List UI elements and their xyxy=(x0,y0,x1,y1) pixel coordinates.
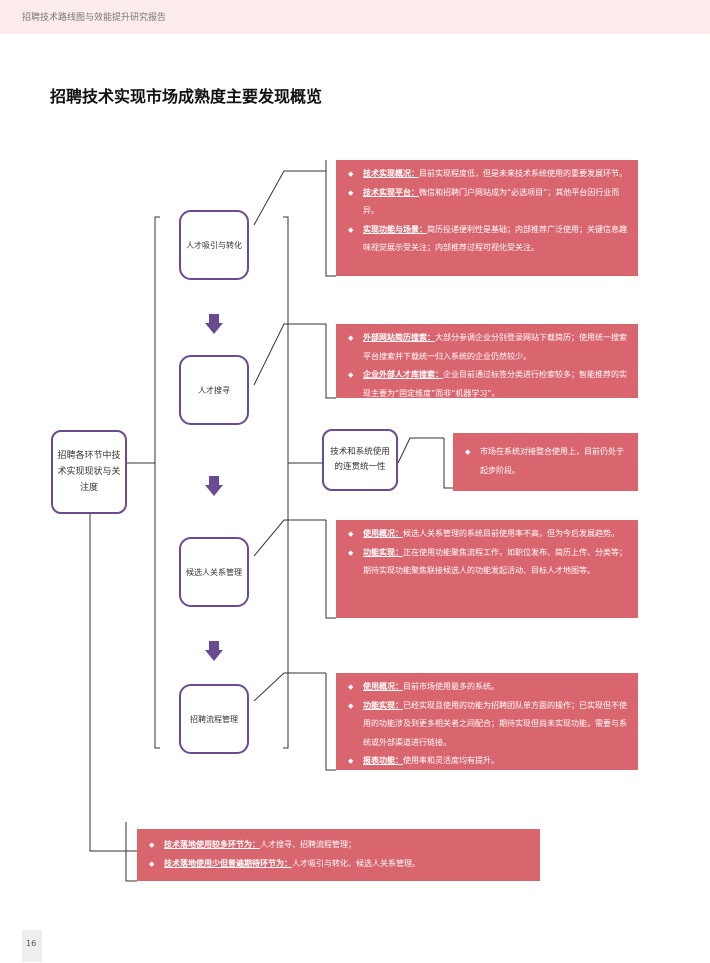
stage-label: 招聘流程管理 xyxy=(190,714,238,724)
panel-recruitment-process: ◆使用概况：目前市场使用最多的系统。 ◆功能实现：已经实现且使用的功能为招聘团队… xyxy=(336,673,638,770)
panel-item: ◆外部网站简历搜索：大部分参调企业分别登录网站下载简历；使用统一搜索平台搜索并下… xyxy=(348,329,630,366)
stage-recruitment-process: 招聘流程管理 xyxy=(179,684,249,754)
leader-line-4 xyxy=(253,519,326,557)
page-number: 16 xyxy=(26,939,37,948)
panel-candidate-relationship: ◆使用概况：候选人关系管理的系统目前使用率不高，但为今后发展趋势。 ◆功能实现：… xyxy=(336,520,638,618)
main-node: 招聘各环节中技术实现现状与关注度 xyxy=(51,430,127,514)
main-to-summary-line xyxy=(89,514,137,852)
panel-bracket-6 xyxy=(125,822,137,882)
arrow-down-icon xyxy=(205,641,223,661)
diamond-bullet-icon: ◆ xyxy=(348,701,354,710)
arrow-down-icon xyxy=(205,476,223,496)
diamond-bullet-icon: ◆ xyxy=(348,334,354,342)
diamond-bullet-icon: ◆ xyxy=(348,170,354,178)
diamond-bullet-icon: ◆ xyxy=(348,225,354,234)
panel-bracket-5 xyxy=(325,673,336,771)
leader-line-5 xyxy=(253,672,326,702)
page-title: 招聘技术实现市场成熟度主要发现概览 xyxy=(50,87,323,106)
diamond-bullet-icon: ◆ xyxy=(465,448,471,456)
panel-item: ◆技术落地使用较多环节为：人才搜寻、招聘流程管理； xyxy=(149,836,532,855)
diamond-bullet-icon: ◆ xyxy=(149,859,155,868)
panel-talent-attraction: ◆技术实现概况：目前实现程度低，但是未来技术系统使用的重要发展环节。 ◆技术实现… xyxy=(336,160,638,276)
side-node: 技术和系统使用的连贯统一性 xyxy=(322,429,398,491)
panel-bracket-1 xyxy=(325,160,336,277)
panel-item: ◆企业外部人才库搜索：企业目前通过标签分类进行检索较多；智能推荐的实现主要为“固… xyxy=(348,366,630,403)
arrow-down-icon xyxy=(205,314,223,334)
panel-item: ◆功能实现：正在使用功能聚焦流程工作，如职位发布、简历上传、分类等；期待实现功能… xyxy=(348,544,630,581)
panel-item: ◆技术落地使用少但普遍期待环节为：人才吸引与转化、候选人关系管理。 xyxy=(149,855,532,874)
panel-bracket-4 xyxy=(325,520,336,619)
stage-label: 候选人关系管理 xyxy=(186,567,242,577)
stage-label: 人才搜寻 xyxy=(198,385,230,395)
side-node-label: 技术和系统使用的连贯统一性 xyxy=(330,447,390,472)
page-header: 招聘技术路线图与效能提升研究报告 xyxy=(0,0,710,34)
stage-label: 人才吸引与转化 xyxy=(186,240,242,250)
diamond-bullet-icon: ◆ xyxy=(348,188,354,197)
diamond-bullet-icon: ◆ xyxy=(149,841,155,849)
stage-talent-search: 人才搜寻 xyxy=(179,355,249,425)
stage-talent-attraction: 人才吸引与转化 xyxy=(179,210,249,280)
right-bracket xyxy=(283,216,289,749)
panel-item: ◆功能实现：已经实现且使用的功能为招聘团队单方面的操作；已实现但不使用的功能涉及… xyxy=(348,697,630,753)
diamond-bullet-icon: ◆ xyxy=(348,530,354,538)
panel-bracket-2 xyxy=(325,324,336,399)
panel-talent-search: ◆外部网站简历搜索：大部分参调企业分别登录网站下载简历；使用统一搜索平台搜索并下… xyxy=(336,324,638,398)
main-node-label: 招聘各环节中技术实现现状与关注度 xyxy=(57,451,121,493)
leader-line-3 xyxy=(397,437,444,464)
panel-item: ◆实现功能与场景：简历投递便利性是基础；内部推荐广泛使用；关键信息趣味视觉展示受… xyxy=(348,221,630,258)
diamond-bullet-icon: ◆ xyxy=(348,548,354,557)
diamond-bullet-icon: ◆ xyxy=(348,371,354,379)
panel-bracket-3 xyxy=(443,438,453,489)
panel-item: ◆使用概况：候选人关系管理的系统目前使用率不高，但为今后发展趋势。 xyxy=(348,525,630,544)
panel-summary: ◆技术落地使用较多环节为：人才搜寻、招聘流程管理； ◆技术落地使用少但普遍期待环… xyxy=(137,829,540,881)
diamond-bullet-icon: ◆ xyxy=(348,757,354,765)
panel-system-integration: ◆市场在系统对接整合使用上，目前仍处于起步阶段。 xyxy=(453,433,638,491)
leader-line-1 xyxy=(253,170,326,226)
panel-item: ◆技术实现概况：目前实现程度低，但是未来技术系统使用的重要发展环节。 xyxy=(348,165,630,184)
diamond-bullet-icon: ◆ xyxy=(348,683,354,691)
panel-item: ◆技术实现平台：微信和招聘门户网站成为“必选项目”；其他平台因行业而异。 xyxy=(348,184,630,221)
page-number-box: 16 xyxy=(22,930,42,962)
leader-line-2 xyxy=(253,323,326,386)
header-text: 招聘技术路线图与效能提升研究报告 xyxy=(22,13,167,23)
left-bracket xyxy=(154,216,160,749)
panel-item: ◆市场在系统对接整合使用上，目前仍处于起步阶段。 xyxy=(465,443,630,480)
panel-item: ◆报表功能：使用率和灵活度均有提升。 xyxy=(348,752,630,771)
stage-candidate-relationship: 候选人关系管理 xyxy=(179,537,249,607)
panel-item: ◆使用概况：目前市场使用最多的系统。 xyxy=(348,678,630,697)
